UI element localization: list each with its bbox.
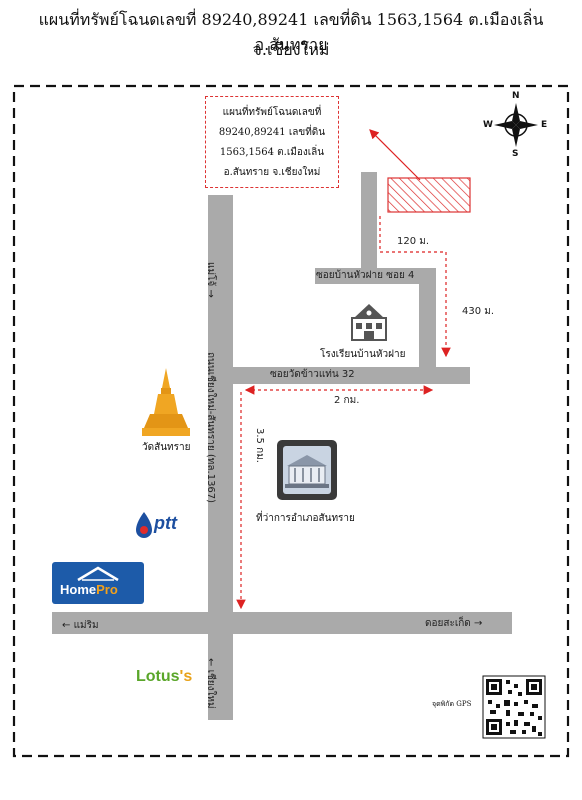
homepro-roof-icon [77, 566, 119, 582]
compass-west-label: W [483, 120, 493, 130]
road-label-to-city: ← เชียงใหม่ [205, 658, 216, 709]
road-label-main-road: ถนนเชียงใหม่-สันทราย (ทล.1367) [205, 352, 216, 504]
road-label-maejo-text: แม่โจ้ [205, 262, 216, 287]
road-label-maerim-text: แม่ริม [73, 620, 99, 631]
callout-line-1: แผนที่ทรัพย์โฉนดเลขที่ [222, 107, 322, 118]
homepro-logo: HomePro [52, 562, 144, 604]
lotus-main-text: Lotus [136, 668, 180, 685]
distance-label-2km: 2 กม. [334, 395, 360, 406]
gps-label: จุดพิกัด GPS [432, 700, 472, 708]
road-label-city-text: เชียงใหม่ [205, 669, 216, 709]
road-label-to-doisaket: ดอยสะเก็ด → [425, 618, 483, 629]
callout-line-2: 89240,89241 เลขที่ดิน [218, 127, 326, 138]
ptt-logo-text: ptt [154, 513, 177, 533]
header-line-1: แผนที่ทรัพย์โฉนดเลขที่ 89240,89241 เลขที… [38, 10, 544, 54]
property-plot [387, 177, 471, 213]
road-label-soi-wat: ซอยวัดข้าวแท่น 32 [270, 369, 355, 380]
homepro-home-text: Home [60, 582, 97, 597]
road-label-to-maerim: ← แม่ริม [62, 620, 99, 631]
property-callout: แผนที่ทรัพย์โฉนดเลขที่ 89240,89241 เลขที… [205, 96, 339, 188]
temple-label: วัดสันทราย [142, 442, 191, 453]
callout-pointer [369, 129, 421, 181]
map-border [12, 84, 570, 758]
soi-ban-vertical [419, 268, 436, 368]
school-label: โรงเรียนบ้านหัวฝาย [320, 349, 406, 360]
soi-wat-road [233, 367, 470, 384]
callout-line-4: อ.สันทราย จ.เชียงใหม่ [223, 167, 321, 178]
cross-road [52, 612, 512, 634]
distance-label-430: 430 ม. [462, 306, 495, 317]
callout-line-3: 1563,1564 ต.เมืองเลิ่น [219, 147, 325, 158]
district-office-icon [277, 440, 337, 500]
lotus-s-text: 's [179, 668, 193, 685]
homepro-logo-text: HomePro [60, 582, 118, 597]
road-label-soi-ban: ซอยบ้านหัวฝาย ซอย 4 [316, 270, 415, 281]
compass-icon [494, 103, 538, 147]
ptt-logo-icon [136, 512, 152, 538]
compass-east-label: E [541, 120, 548, 130]
school-icon [351, 304, 387, 341]
lotus-logo: Lotus's [136, 668, 192, 686]
gps-qr-code-icon [482, 675, 546, 739]
compass-north-label: N [512, 91, 520, 101]
homepro-pro-text: Pro [96, 582, 118, 597]
header-line-2: จ.เชียงใหม่ [252, 40, 330, 59]
distance-label-35km: 3.5 กม. [254, 428, 265, 463]
access-road [361, 172, 377, 284]
district-office-label: ที่ว่าการอำเภอสันทราย [256, 513, 355, 524]
road-label-to-maejo: แม่โจ้ → [205, 262, 216, 298]
road-label-doisaket-text: ดอยสะเก็ด [425, 618, 471, 629]
temple-icon [142, 368, 190, 436]
compass-south-label: S [512, 149, 519, 159]
distance-label-120: 120 ม. [397, 236, 430, 247]
